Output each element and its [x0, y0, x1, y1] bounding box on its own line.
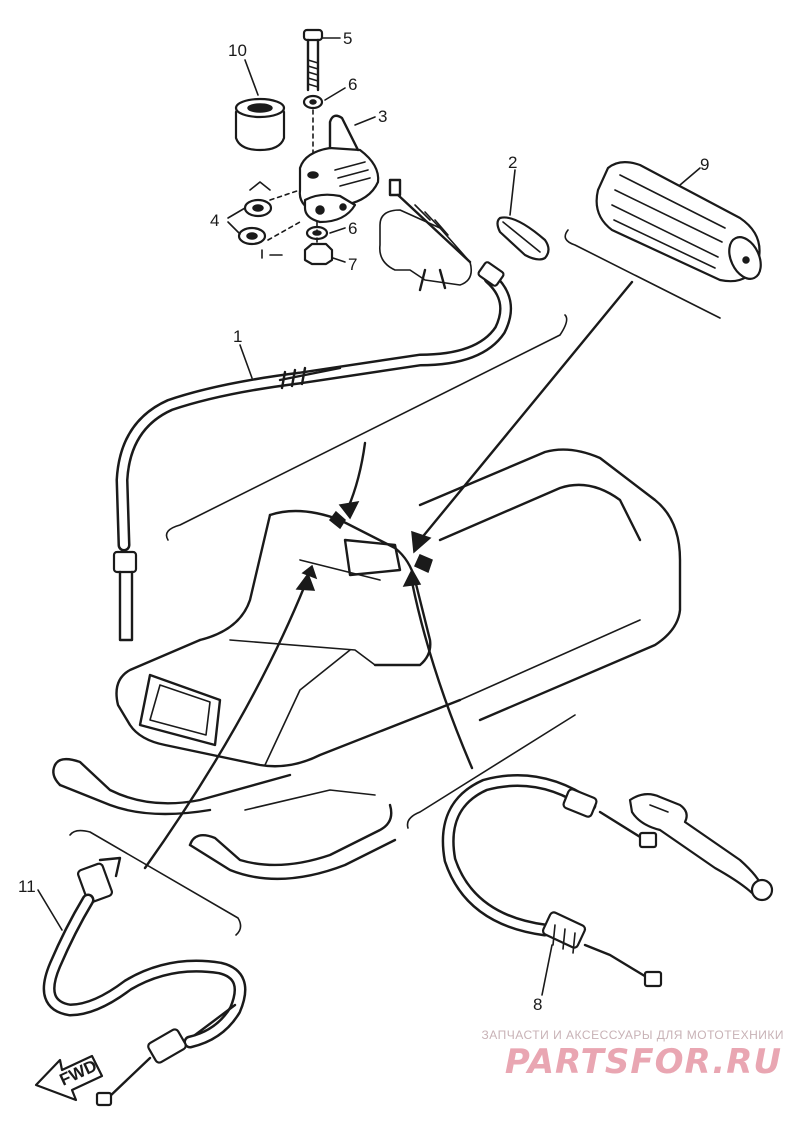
callout-11: 11	[18, 877, 36, 896]
callout-labels: 1 2 3 4 5 6 6 7 8 9 10 11	[18, 29, 709, 1014]
brake-lever	[628, 793, 774, 902]
throttle-assembly	[234, 28, 380, 266]
callout-10: 10	[228, 41, 247, 60]
callout-6-top: 6	[348, 75, 357, 94]
watermark-brand: PARTSFOR.RU	[504, 1042, 782, 1082]
throttle-cable-part-1	[112, 261, 513, 642]
callout-7: 7	[348, 255, 357, 274]
sleeve-part-10	[234, 97, 286, 152]
clip-part-2	[496, 216, 550, 261]
callout-9: 9	[700, 155, 709, 174]
callout-5: 5	[343, 29, 352, 48]
section-brackets	[69, 229, 721, 936]
nut-part-7	[303, 242, 334, 266]
brake-cable-part-8	[441, 774, 663, 988]
callout-8: 8	[533, 995, 542, 1014]
watermark-tagline: ЗАПЧАСТИ И АКСЕССУАРЫ ДЛЯ МОТОТЕХНИКИ	[481, 1028, 784, 1042]
throttle-housing	[378, 178, 473, 292]
leader-arrows	[143, 280, 634, 870]
bushings-part-4	[237, 181, 301, 259]
bolt-part-5	[302, 28, 324, 92]
callout-4: 4	[210, 211, 219, 230]
callout-1: 1	[233, 327, 242, 346]
callout-6-bottom: 6	[348, 219, 357, 238]
front-direction-marker: FWD	[34, 1054, 104, 1102]
callout-3: 3	[378, 107, 387, 126]
cable-part-11	[42, 856, 247, 1107]
grip-part-9	[595, 161, 762, 283]
snowmobile-body	[52, 448, 682, 881]
callout-leaders	[37, 37, 701, 996]
callout-2: 2	[508, 153, 517, 172]
lever-plate-part-3	[298, 114, 380, 224]
